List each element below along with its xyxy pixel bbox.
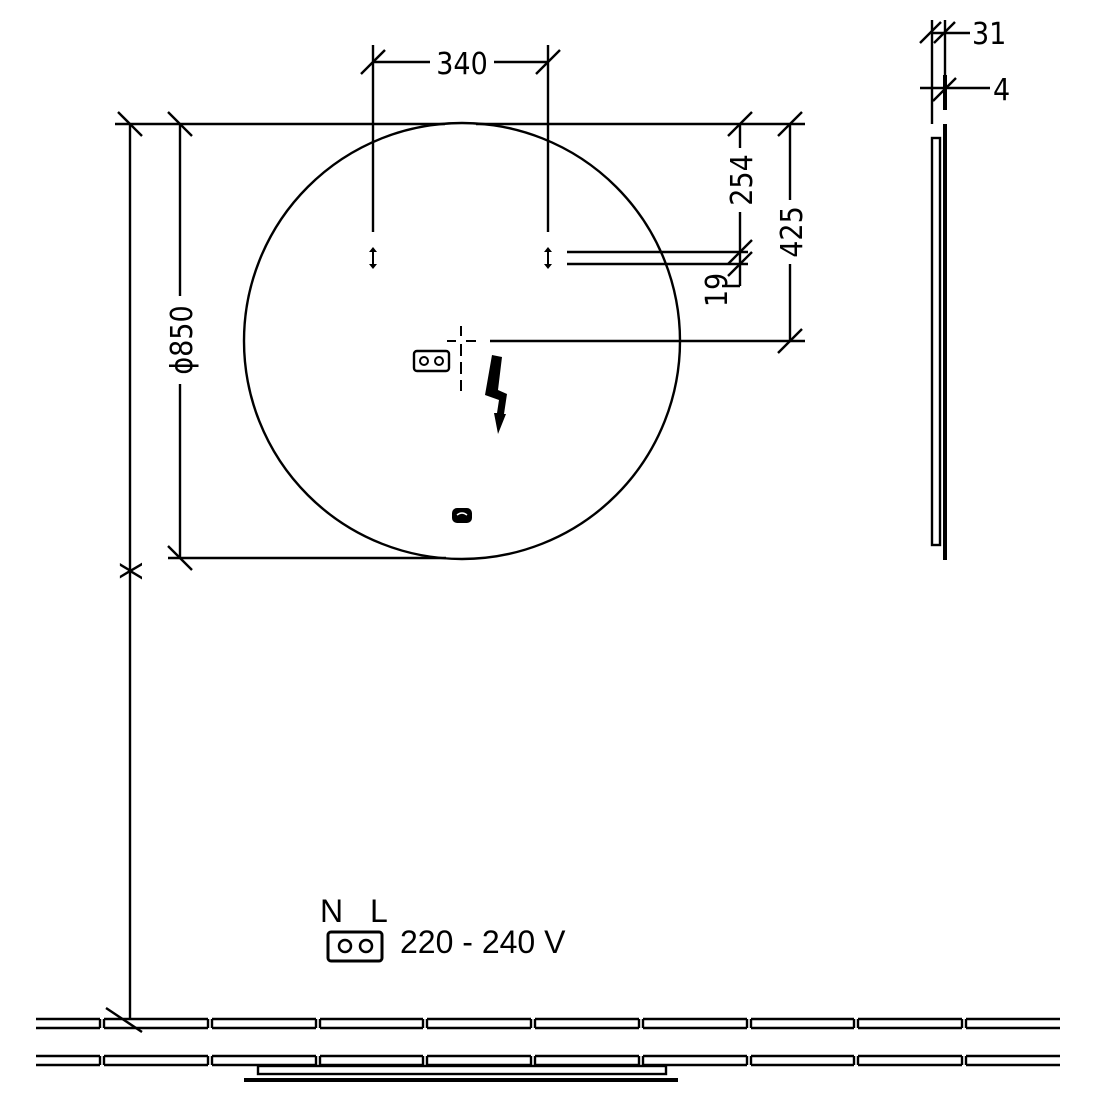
voltage-label: 220 - 240 V — [400, 924, 566, 960]
side-view: 31 4 — [919, 17, 1010, 560]
screw-icon — [544, 247, 552, 269]
floor-plate — [244, 1064, 678, 1082]
mounting-height-label: X — [115, 562, 150, 581]
floor-tile — [533, 1017, 641, 1030]
floor-tile — [856, 1017, 964, 1030]
floor-tile — [749, 1017, 856, 1030]
floor-tile — [964, 1017, 1060, 1030]
extension-lines — [115, 122, 805, 560]
floor-tiles — [36, 1017, 1060, 1067]
floor-tile — [641, 1017, 749, 1030]
floor-tile — [425, 1017, 533, 1030]
screw-spacing-dimension: 340 — [360, 45, 561, 232]
floor-tile — [210, 1017, 318, 1030]
floor-tile — [36, 1017, 102, 1030]
diameter-label: ϕ850 — [165, 305, 200, 374]
floor-tile — [102, 1017, 210, 1030]
live-label: L — [370, 893, 388, 929]
floor-tile — [318, 1054, 425, 1067]
mounting-height-dimension: X — [105, 111, 150, 1033]
socket-icon — [326, 930, 384, 963]
floor-tile — [964, 1054, 1060, 1067]
screw-icon — [369, 247, 377, 269]
floor-tile — [856, 1054, 964, 1067]
socket-icon — [412, 349, 451, 373]
lightning-icon — [485, 355, 507, 434]
floor-tile — [425, 1054, 533, 1067]
screw-height-dimension: 254 19 — [700, 111, 760, 307]
center-height-label: 425 — [775, 206, 810, 258]
depth-label: 31 — [972, 17, 1006, 52]
neutral-label: N — [320, 893, 343, 929]
sensor-switch-icon — [452, 508, 472, 523]
center-mark — [447, 326, 476, 391]
diameter-dimension: ϕ850 — [165, 111, 200, 571]
power-legend: N L 220 - 240 V — [320, 893, 566, 963]
screw-gap-label: 19 — [700, 273, 735, 307]
floor-tile — [749, 1054, 856, 1067]
floor-tile — [102, 1054, 210, 1067]
screw-spacing-label: 340 — [436, 47, 488, 82]
floor-tile — [210, 1054, 318, 1067]
floor-tile — [36, 1054, 102, 1067]
screw-height-label: 254 — [725, 154, 760, 206]
glass-thickness-label: 4 — [993, 73, 1010, 108]
floor-tile — [318, 1017, 425, 1030]
floor-tile — [533, 1054, 641, 1067]
floor-tile — [641, 1054, 749, 1067]
center-height-dimension: 425 — [775, 111, 810, 354]
